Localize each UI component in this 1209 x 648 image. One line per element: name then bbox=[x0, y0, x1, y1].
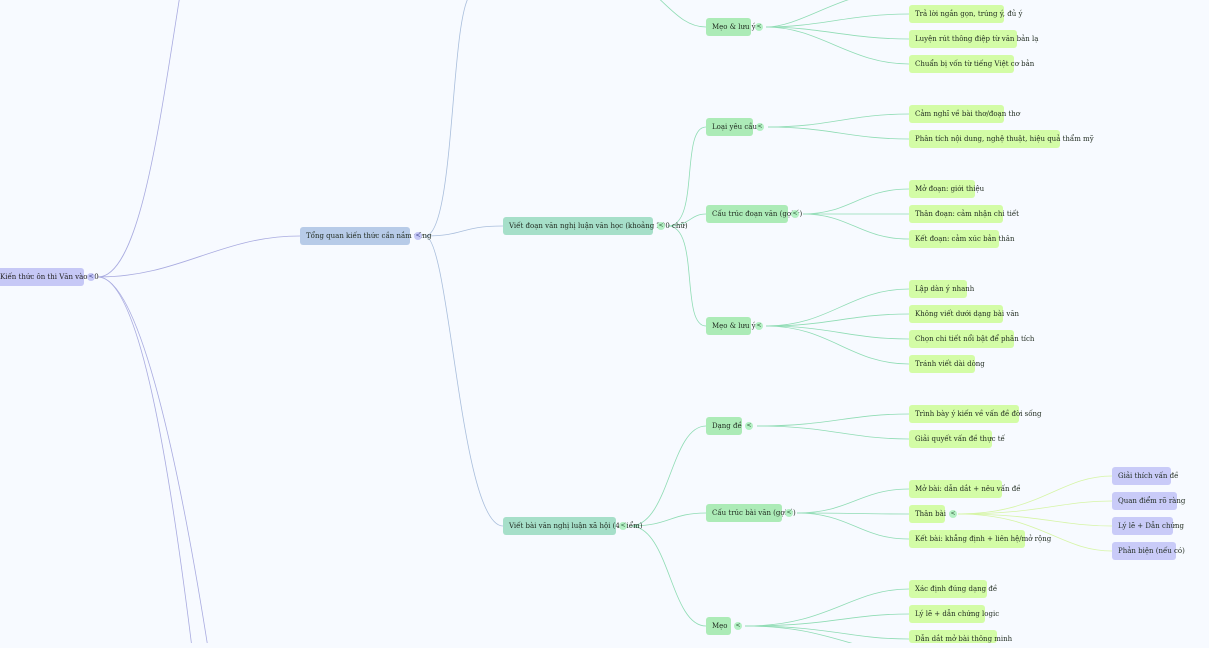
leaf-item[interactable]: Thân bài bbox=[909, 505, 946, 523]
leaf-item[interactable]: Tránh viết dài dòng bbox=[909, 355, 985, 373]
leaf-item[interactable]: Mở đoạn: giới thiệu bbox=[909, 180, 984, 198]
literary-types-node[interactable]: Loại yêu cầu bbox=[706, 118, 757, 136]
social-collapse-toggle[interactable]: < bbox=[619, 522, 627, 530]
literary-types-toggle[interactable]: < bbox=[756, 123, 764, 131]
leaf-item[interactable]: Xác định đúng dạng đề bbox=[909, 580, 997, 598]
leaf-item[interactable]: Chuẩn bị vốn từ tiếng Việt cơ bản bbox=[909, 55, 1034, 73]
root-collapse-toggle[interactable]: < bbox=[87, 273, 95, 281]
leaf-item[interactable]: Giải thích vấn đề bbox=[1112, 467, 1178, 485]
literary-tips-top-toggle[interactable]: < bbox=[755, 23, 763, 31]
social-forms-node[interactable]: Dạng đề bbox=[706, 417, 742, 435]
literary-structure-toggle[interactable]: < bbox=[791, 210, 799, 218]
social-body-toggle[interactable]: < bbox=[949, 510, 957, 518]
leaf-item[interactable]: Cảm nghĩ về bài thơ/đoạn thơ bbox=[909, 105, 1020, 123]
leaf-item[interactable]: Lý lẽ + Dẫn chứng bbox=[1112, 517, 1184, 535]
social-essay-node[interactable]: Viết bài văn nghị luận xã hội (4 điểm) bbox=[503, 517, 642, 535]
overview-collapse-toggle[interactable]: < bbox=[414, 232, 422, 240]
literary-paragraph-node[interactable]: Viết đoạn văn nghị luận văn học (khoảng … bbox=[503, 217, 688, 235]
social-tips-toggle[interactable]: < bbox=[734, 622, 742, 630]
literary-tips-toggle[interactable]: < bbox=[755, 322, 763, 330]
leaf-item[interactable]: Lý lẽ + dẫn chứng logic bbox=[909, 605, 999, 623]
social-structure-node[interactable]: Cấu trúc bài văn (gợi ý) bbox=[706, 504, 796, 522]
literary-tips-top-node[interactable]: Mẹo & lưu ý bbox=[706, 18, 756, 36]
leaf-item[interactable]: Quan điểm rõ ràng bbox=[1112, 492, 1185, 510]
literary-structure-node[interactable]: Cấu trúc đoạn văn (gợi ý) bbox=[706, 205, 802, 223]
social-structure-toggle[interactable]: < bbox=[785, 509, 793, 517]
leaf-item[interactable]: Chọn chi tiết nổi bật để phân tích bbox=[909, 330, 1034, 348]
leaf-item[interactable]: Luyện rút thông điệp từ văn bản lạ bbox=[909, 30, 1038, 48]
leaf-item[interactable]: Lập dàn ý nhanh bbox=[909, 280, 974, 298]
leaf-item[interactable]: Kết bài: khẳng định + liên hệ/mở rộng bbox=[909, 530, 1051, 548]
social-forms-toggle[interactable]: < bbox=[745, 422, 753, 430]
leaf-item[interactable]: Không viết dưới dạng bài văn bbox=[909, 305, 1019, 323]
literary-tips-node[interactable]: Mẹo & lưu ý bbox=[706, 317, 756, 335]
leaf-item[interactable]: Giải quyết vấn đề thực tế bbox=[909, 430, 1005, 448]
leaf-item[interactable]: Mở bài: dẫn dắt + nêu vấn đề bbox=[909, 480, 1021, 498]
social-tips-node[interactable]: Mẹo bbox=[706, 617, 731, 635]
leaf-item[interactable]: Phản biện (nếu có) bbox=[1112, 542, 1185, 560]
leaf-item[interactable]: Trình bày ý kiến về vấn đề đời sống bbox=[909, 405, 1042, 423]
leaf-item[interactable]: Kết đoạn: cảm xúc bản thân bbox=[909, 230, 1014, 248]
overview-node[interactable]: Tổng quan kiến thức cần nắm vững bbox=[300, 227, 432, 245]
leaf-item[interactable]: Dẫn dắt mở bài thông minh bbox=[909, 630, 1012, 643]
root-node[interactable]: Kiến thức ôn thi Văn vào 10 bbox=[0, 268, 99, 286]
leaf-item[interactable]: Trả lời ngắn gọn, trúng ý, đủ ý bbox=[909, 5, 1022, 23]
leaf-item[interactable]: Thân đoạn: cảm nhận chi tiết bbox=[909, 205, 1019, 223]
leaf-item[interactable]: Phân tích nội dung, nghệ thuật, hiệu quả… bbox=[909, 130, 1094, 148]
literary-collapse-toggle[interactable]: < bbox=[657, 222, 665, 230]
